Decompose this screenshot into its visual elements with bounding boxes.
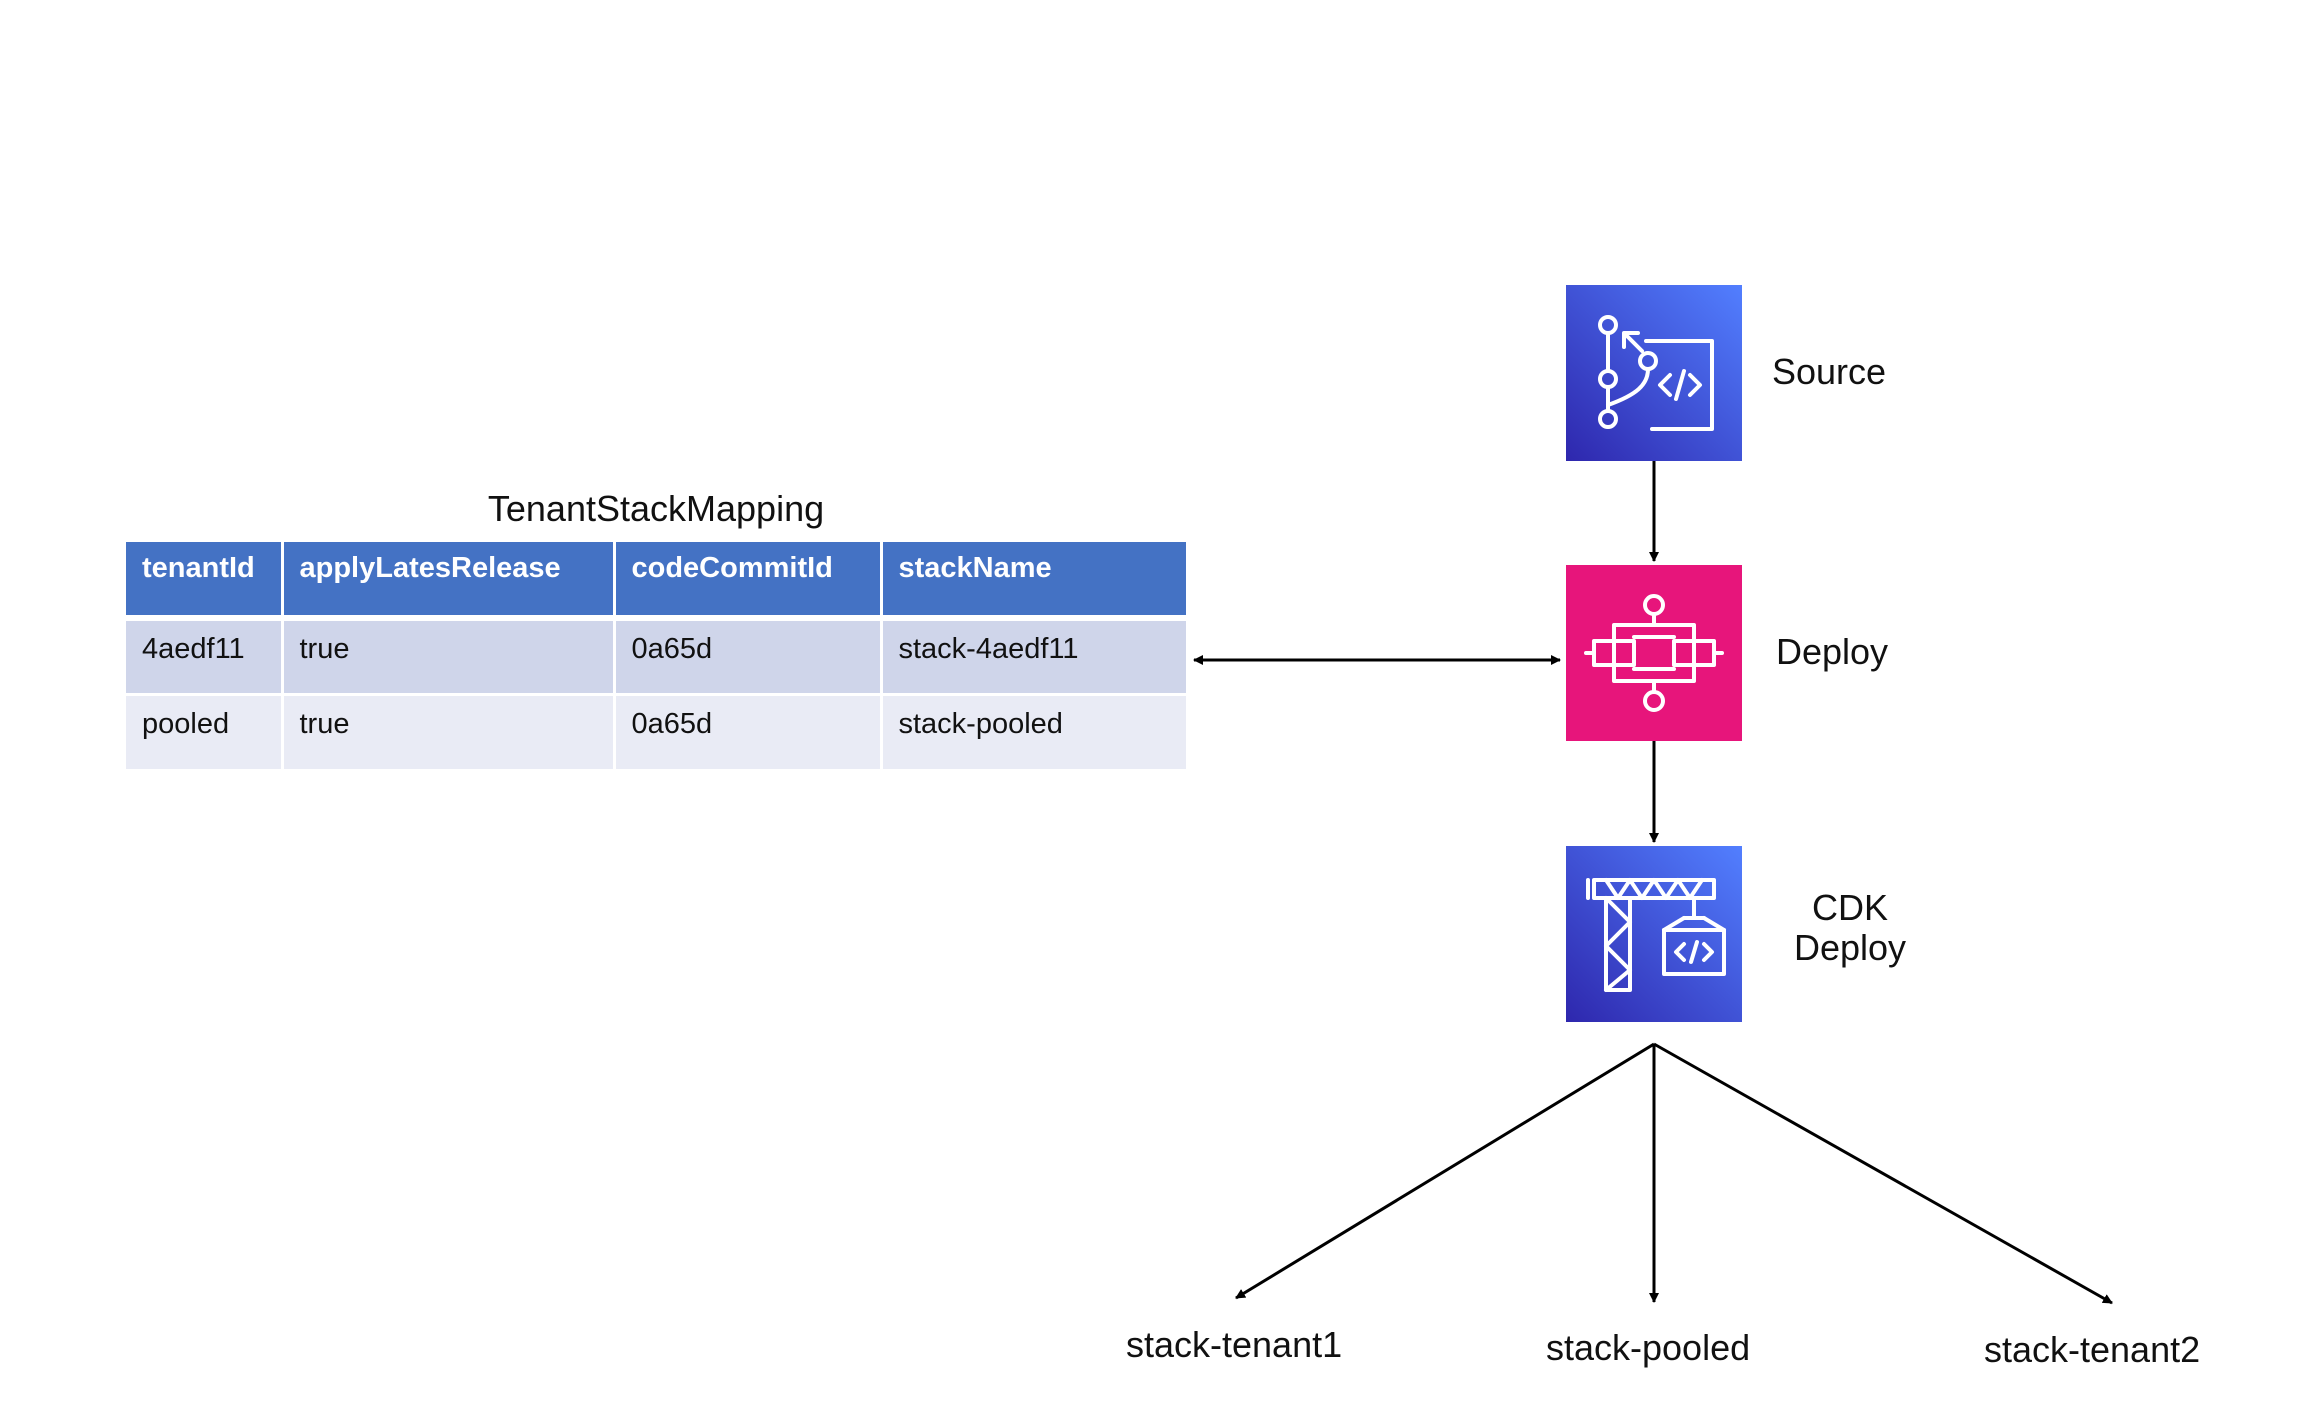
- cell-stack-name: stack-4aedf11: [881, 618, 1186, 696]
- header-code-commit-id: codeCommitId: [614, 542, 883, 621]
- cell-apply-latest-release: true: [282, 618, 616, 696]
- table-header-row: tenantId applyLatesRelease codeCommitId …: [126, 542, 1186, 621]
- cdk-deploy-stage-tile: [1566, 846, 1742, 1022]
- code-commit-icon: [1566, 285, 1742, 461]
- cdk-deploy-stage-label: CDK Deploy: [1770, 888, 1930, 968]
- cell-tenant-id: 4aedf11: [126, 618, 284, 696]
- arrow-cdk-to-tenant1: [1235, 1042, 1655, 1300]
- table-row: pooled true 0a65d stack-pooled: [126, 694, 1186, 772]
- deploy-stage-tile: [1566, 565, 1742, 741]
- cell-code-commit-id: 0a65d: [614, 694, 883, 772]
- stack-tenant2-label: stack-tenant2: [1984, 1329, 2201, 1370]
- source-stage-label: Source: [1772, 351, 1887, 392]
- header-tenant-id: tenantId: [126, 542, 284, 621]
- stack-tenant1-label: stack-tenant1: [1126, 1324, 1343, 1365]
- deploy-stage-label: Deploy: [1776, 631, 1889, 672]
- table-title: TenantStackMapping: [487, 488, 825, 529]
- header-apply-latest-release: applyLatesRelease: [282, 542, 616, 621]
- cell-stack-name: stack-pooled: [881, 694, 1186, 772]
- source-stage-tile: [1566, 285, 1742, 461]
- cell-apply-latest-release: true: [282, 694, 616, 772]
- cdk-crane-icon: [1566, 846, 1742, 1022]
- cdk-label-line2: Deploy: [1793, 927, 1907, 968]
- tenant-stack-mapping-table: tenantId applyLatesRelease codeCommitId …: [126, 542, 1186, 772]
- header-stack-name: stackName: [881, 542, 1186, 621]
- table-row: 4aedf11 true 0a65d stack-4aedf11: [126, 618, 1186, 696]
- cdk-label-line1: CDK: [1811, 887, 1888, 928]
- code-pipeline-icon: [1566, 565, 1742, 741]
- cell-code-commit-id: 0a65d: [614, 618, 883, 696]
- stack-pooled-label: stack-pooled: [1546, 1327, 1751, 1368]
- cell-tenant-id: pooled: [126, 694, 284, 772]
- arrow-cdk-to-tenant2: [1653, 1042, 2113, 1305]
